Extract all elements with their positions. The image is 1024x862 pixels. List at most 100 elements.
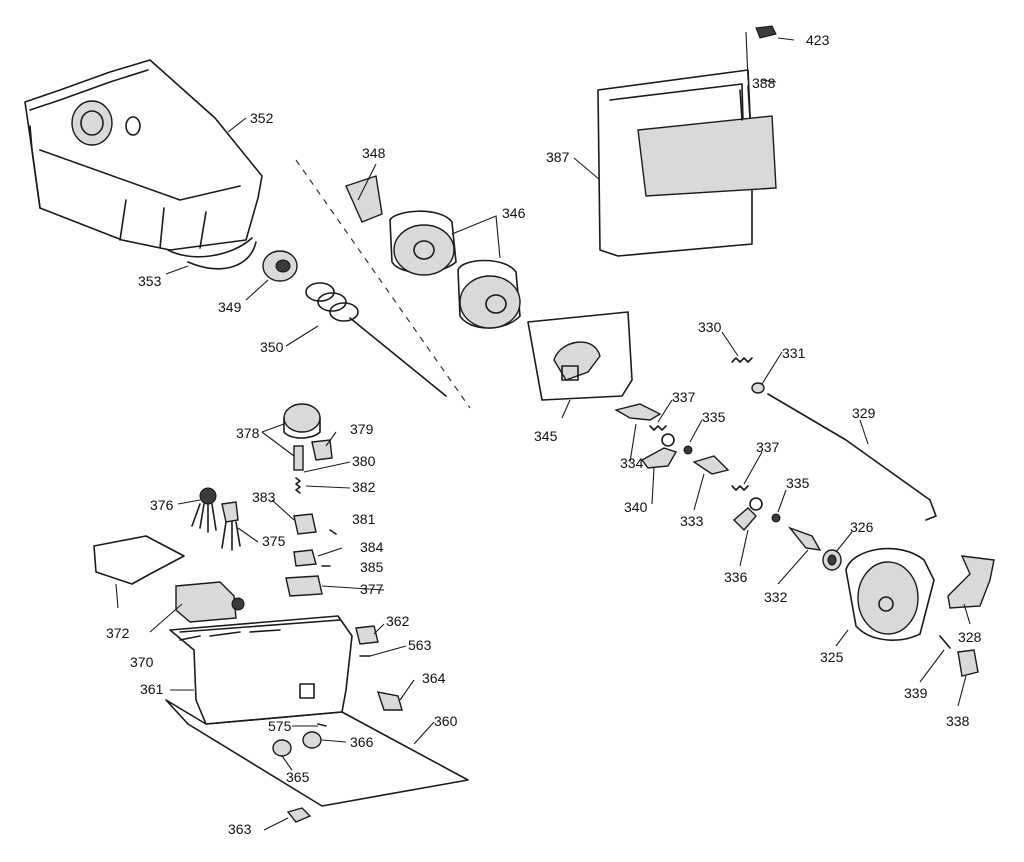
label-330: 330 xyxy=(698,319,722,335)
label-362: 362 xyxy=(386,613,410,629)
label-345: 345 xyxy=(534,428,558,444)
bulb-423 xyxy=(755,25,777,39)
spring-337-lower xyxy=(731,485,749,491)
ring-upper xyxy=(661,433,675,447)
label-563: 563 xyxy=(408,637,432,653)
label-329: 329 xyxy=(852,405,876,421)
label-388: 388 xyxy=(752,75,776,91)
part-362 xyxy=(355,625,379,645)
washer-335-lower xyxy=(771,513,781,523)
part-365 xyxy=(272,739,292,757)
label-339: 339 xyxy=(904,685,928,701)
auger-350 xyxy=(305,282,447,397)
spring-337-upper xyxy=(649,425,667,431)
solenoid-378 xyxy=(283,403,321,439)
bracket-328 xyxy=(947,555,995,609)
label-337-lower: 337 xyxy=(756,439,780,455)
label-387: 387 xyxy=(546,149,570,165)
label-363: 363 xyxy=(228,821,252,837)
label-365: 365 xyxy=(286,769,310,785)
leader-lines xyxy=(115,31,971,831)
door-assembly-387 xyxy=(597,69,777,257)
clip-331 xyxy=(751,382,765,394)
label-378: 378 xyxy=(236,425,260,441)
label-361: 361 xyxy=(140,681,164,697)
part-364 xyxy=(376,691,403,711)
label-383: 383 xyxy=(252,489,276,505)
wire-harness-376 xyxy=(191,487,217,533)
washer-335-upper xyxy=(683,445,693,455)
spring-382 xyxy=(295,477,301,494)
label-382: 382 xyxy=(352,479,376,495)
label-335-lower: 335 xyxy=(786,475,810,491)
part-338 xyxy=(957,649,979,677)
blade-348 xyxy=(345,175,383,223)
cup-383 xyxy=(293,513,317,535)
label-352: 352 xyxy=(250,110,274,126)
lever-334 xyxy=(614,403,662,421)
wire-harness-375 xyxy=(221,501,241,551)
label-360: 360 xyxy=(434,713,458,729)
label-353: 353 xyxy=(138,273,162,289)
plunger-380 xyxy=(293,445,304,471)
callout-labels: 423 388 387 352 348 346 353 349 350 345 … xyxy=(106,32,982,837)
foot-363 xyxy=(286,807,312,823)
lever-340 xyxy=(640,447,678,469)
lever-332 xyxy=(787,526,822,551)
label-328: 328 xyxy=(958,629,982,645)
assembly-axis xyxy=(295,159,471,409)
housing-361 xyxy=(169,615,353,725)
label-385: 385 xyxy=(360,559,384,575)
label-377: 377 xyxy=(360,581,384,597)
gear-326 xyxy=(822,549,842,571)
label-346: 346 xyxy=(502,205,526,221)
label-423: 423 xyxy=(806,32,830,48)
motor-325 xyxy=(845,547,935,641)
spring-330 xyxy=(731,357,753,363)
part-381 xyxy=(329,529,337,535)
ice-bucket-352 xyxy=(24,59,263,258)
base-plate-360 xyxy=(165,699,469,807)
label-376: 376 xyxy=(150,497,174,513)
rod-329 xyxy=(767,393,937,521)
label-350: 350 xyxy=(260,339,284,355)
crusher-drums-346 xyxy=(389,210,521,329)
label-349: 349 xyxy=(218,299,242,315)
part-379 xyxy=(311,439,333,461)
label-384: 384 xyxy=(360,539,384,555)
label-336: 336 xyxy=(724,569,748,585)
cover-372 xyxy=(93,535,185,585)
label-325: 325 xyxy=(820,649,844,665)
label-326: 326 xyxy=(850,519,874,535)
label-366: 366 xyxy=(350,734,374,750)
ring-lower xyxy=(749,497,763,511)
part-366 xyxy=(302,731,322,749)
label-575: 575 xyxy=(268,718,292,734)
lever-333 xyxy=(692,455,730,475)
label-331: 331 xyxy=(782,345,806,361)
label-379: 379 xyxy=(350,421,374,437)
label-334: 334 xyxy=(620,455,644,471)
part-377 xyxy=(285,575,323,597)
part-384 xyxy=(293,549,317,567)
lever-336 xyxy=(732,507,757,532)
front-plate-345 xyxy=(527,311,633,401)
label-381: 381 xyxy=(352,511,376,527)
label-348: 348 xyxy=(362,145,386,161)
timer-motor-370 xyxy=(175,581,245,623)
label-337-upper: 337 xyxy=(672,389,696,405)
pin-339 xyxy=(939,635,951,649)
coupling-349 xyxy=(262,250,298,282)
label-333: 333 xyxy=(680,513,704,529)
label-338: 338 xyxy=(946,713,970,729)
label-340: 340 xyxy=(624,499,648,515)
label-370: 370 xyxy=(130,654,154,670)
bail-wire-353 xyxy=(187,241,257,270)
label-380: 380 xyxy=(352,453,376,469)
label-332: 332 xyxy=(764,589,788,605)
screw-575 xyxy=(317,723,327,727)
label-375: 375 xyxy=(262,533,286,549)
label-372: 372 xyxy=(106,625,130,641)
